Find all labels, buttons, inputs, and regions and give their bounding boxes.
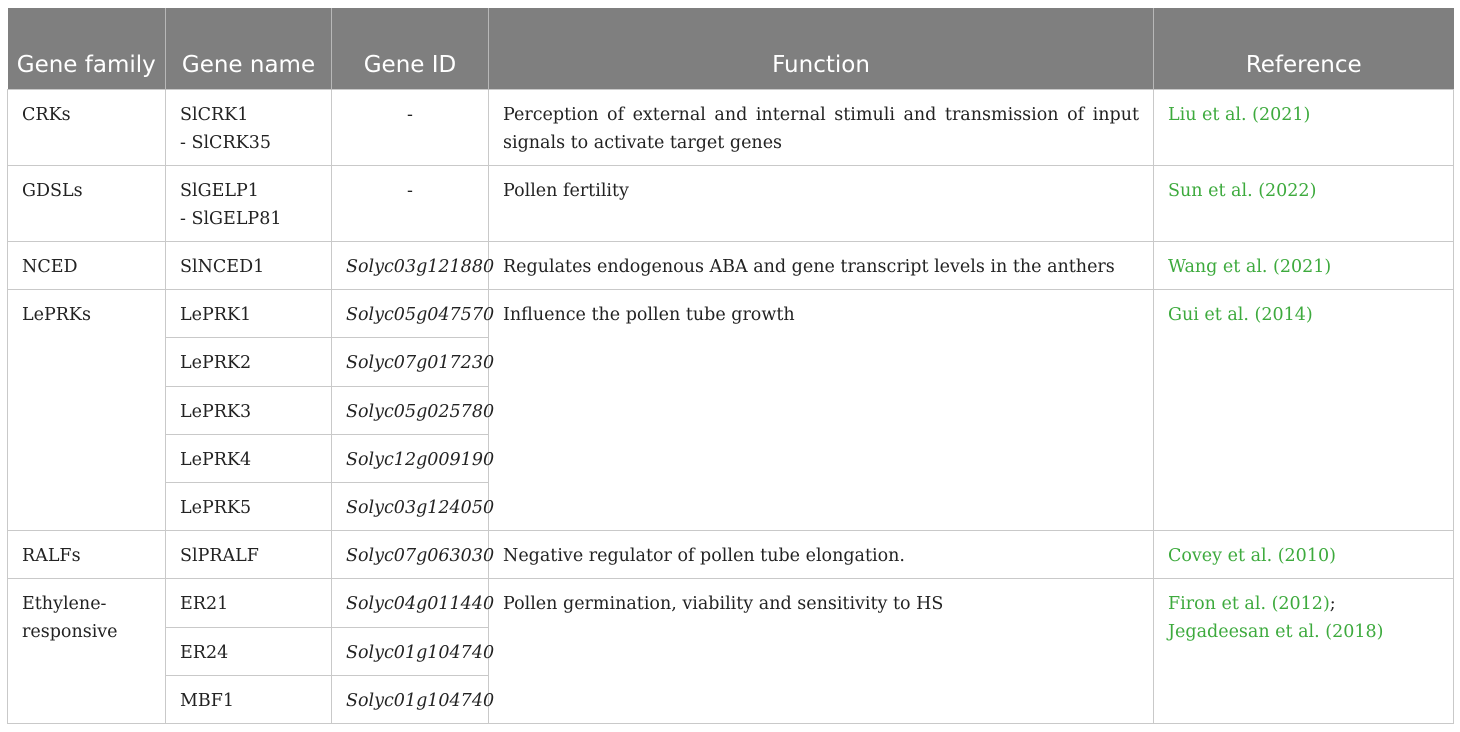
gene-name-cell: LePRK5 (165, 482, 332, 532)
gene-family-cell: NCED (7, 241, 166, 291)
header-gene-name: Gene name (165, 8, 332, 89)
gene-id-cell: Solyc03g124050 (331, 482, 494, 532)
gene-family-cell: Ethylene- responsive (7, 578, 166, 724)
reference-link[interactable]: Gui et al. (2014) (1168, 305, 1313, 326)
reference-separator: ; (1329, 594, 1336, 615)
function-cell: Perception of external and internal stim… (488, 88, 1154, 166)
gene-name-cell: LePRK4 (165, 433, 332, 484)
gene-name-cell: ER21 (165, 578, 332, 628)
gene-table: Gene family Gene name Gene ID Function R… (7, 8, 1454, 725)
reference-cell: Firon et al. (2012); Jegadeesan et al. (… (1153, 578, 1454, 724)
table-row: LePRK5 Solyc03g124050 (8, 482, 1454, 532)
table-row: RALFs SlPRALF Solyc07g063030 Negative re… (7, 530, 1454, 580)
header-gene-family: Gene family (7, 8, 166, 89)
function-cell: Regulates endogenous ABA and gene transc… (488, 241, 1154, 291)
gene-id-cell: Solyc05g047570 (331, 289, 494, 339)
gene-id-cell: Solyc04g011440 (331, 578, 494, 628)
gene-id-cell: Solyc07g063030 (331, 530, 494, 580)
gene-id-cell: Solyc07g017230 (331, 337, 494, 387)
reference-link[interactable]: Covey et al. (2010) (1168, 546, 1336, 567)
function-cell: Negative regulator of pollen tube elonga… (488, 530, 1154, 580)
gene-name-cell: SlGELP1 - SlGELP81 (165, 164, 332, 243)
header-function: Function (488, 8, 1154, 89)
function-cell: Pollen germination, viability and sensit… (488, 578, 1154, 724)
reference-cell: Covey et al. (2010) (1153, 530, 1454, 580)
reference-link[interactable]: Jegadeesan et al. (2018) (1168, 622, 1384, 643)
table-header-row: Gene family Gene name Gene ID Function R… (7, 8, 1454, 89)
gene-id-cell: - (331, 164, 489, 243)
table-row: MBF1 Solyc01g104740 (8, 674, 1454, 725)
gene-name-cell: MBF1 (165, 674, 332, 725)
reference-cell: Wang et al. (2021) (1153, 241, 1454, 291)
reference-cell: Sun et al. (2022) (1153, 164, 1454, 243)
table-row: LePRK2 Solyc07g017230 (8, 337, 1454, 387)
table-row: Ethylene- responsive ER21 Solyc04g011440… (7, 578, 1454, 724)
header-reference: Reference (1153, 8, 1454, 89)
reference-cell: Liu et al. (2021) (1153, 88, 1454, 166)
table-row: GDSLs SlGELP1 - SlGELP81 - Pollen fertil… (7, 164, 1454, 243)
gene-id-cell: Solyc05g025780 (331, 385, 494, 435)
reference-link[interactable]: Firon et al. (2012) (1168, 594, 1330, 615)
gene-name-cell: SlCRK1 - SlCRK35 (165, 88, 332, 166)
gene-name-cell: SlPRALF (165, 530, 332, 580)
gene-name-cell: LePRK1 (165, 289, 332, 339)
gene-family-cell: GDSLs (7, 164, 166, 243)
gene-family-cell: CRKs (7, 88, 166, 166)
gene-name-cell: LePRK2 (165, 337, 332, 387)
reference-cell: Gui et al. (2014) (1153, 289, 1454, 532)
table-row: LePRK3 Solyc05g025780 (8, 385, 1454, 435)
reference-link[interactable]: Wang et al. (2021) (1168, 257, 1332, 278)
table-row: LePRK4 Solyc12g009190 (8, 433, 1454, 484)
gene-id-cell: Solyc12g009190 (331, 433, 494, 484)
gene-family-cell: RALFs (7, 530, 166, 580)
reference-link[interactable]: Liu et al. (2021) (1168, 104, 1311, 125)
table-row: LePRKs LePRK1 Solyc05g047570 Influence t… (7, 289, 1454, 532)
reference-link[interactable]: Sun et al. (2022) (1168, 180, 1317, 201)
header-gene-id: Gene ID (331, 8, 489, 89)
gene-name-cell: SlNCED1 (165, 241, 332, 291)
gene-id-cell: Solyc03g121880 (331, 241, 494, 291)
gene-family-cell: LePRKs (7, 289, 166, 532)
gene-name-cell: LePRK3 (165, 385, 332, 435)
table-row: NCED SlNCED1 Solyc03g121880 Regulates en… (7, 241, 1454, 291)
gene-id-cell: Solyc01g104740 (331, 674, 494, 725)
gene-id-cell: Solyc01g104740 (331, 626, 494, 676)
gene-id-cell: - (331, 88, 489, 166)
table-row: ER24 Solyc01g104740 (8, 626, 1454, 676)
table-row: CRKs SlCRK1 - SlCRK35 - Perception of ex… (7, 88, 1454, 166)
function-cell: Pollen fertility (488, 164, 1154, 243)
gene-name-cell: ER24 (165, 626, 332, 676)
function-cell: Influence the pollen tube growth (488, 289, 1154, 532)
